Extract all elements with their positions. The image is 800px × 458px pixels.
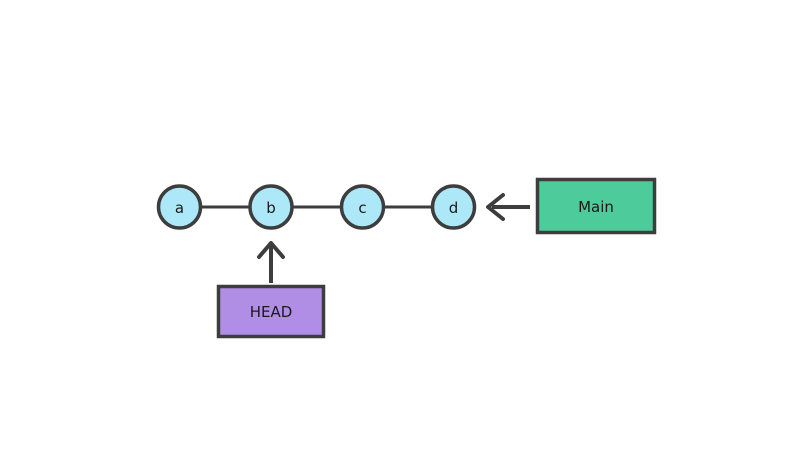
head-pointer-arrow-icon xyxy=(257,241,285,283)
commit-label-b: b xyxy=(266,199,276,217)
head-rect xyxy=(216,284,326,339)
commit-label-d: d xyxy=(449,199,459,217)
commit-label-c: c xyxy=(358,199,366,217)
commit-node-a[interactable]: a xyxy=(156,184,203,230)
commit-node-d[interactable]: d xyxy=(430,184,477,230)
main-branch-box[interactable]: Main xyxy=(535,177,657,235)
main-branch-label: Main xyxy=(578,198,614,216)
head-box[interactable]: HEAD xyxy=(216,284,326,339)
commit-circle-d xyxy=(430,184,477,230)
commit-circle-c xyxy=(339,184,386,230)
head-label: HEAD xyxy=(250,303,293,321)
main-branch-rect xyxy=(535,177,657,235)
commit-circle-a xyxy=(156,184,203,230)
commit-node-c[interactable]: c xyxy=(339,184,386,230)
commit-node-b[interactable]: b xyxy=(248,184,294,230)
commit-label-a: a xyxy=(175,199,184,217)
main-pointer-arrow-icon xyxy=(486,193,530,221)
commit-circle-b xyxy=(248,184,294,230)
